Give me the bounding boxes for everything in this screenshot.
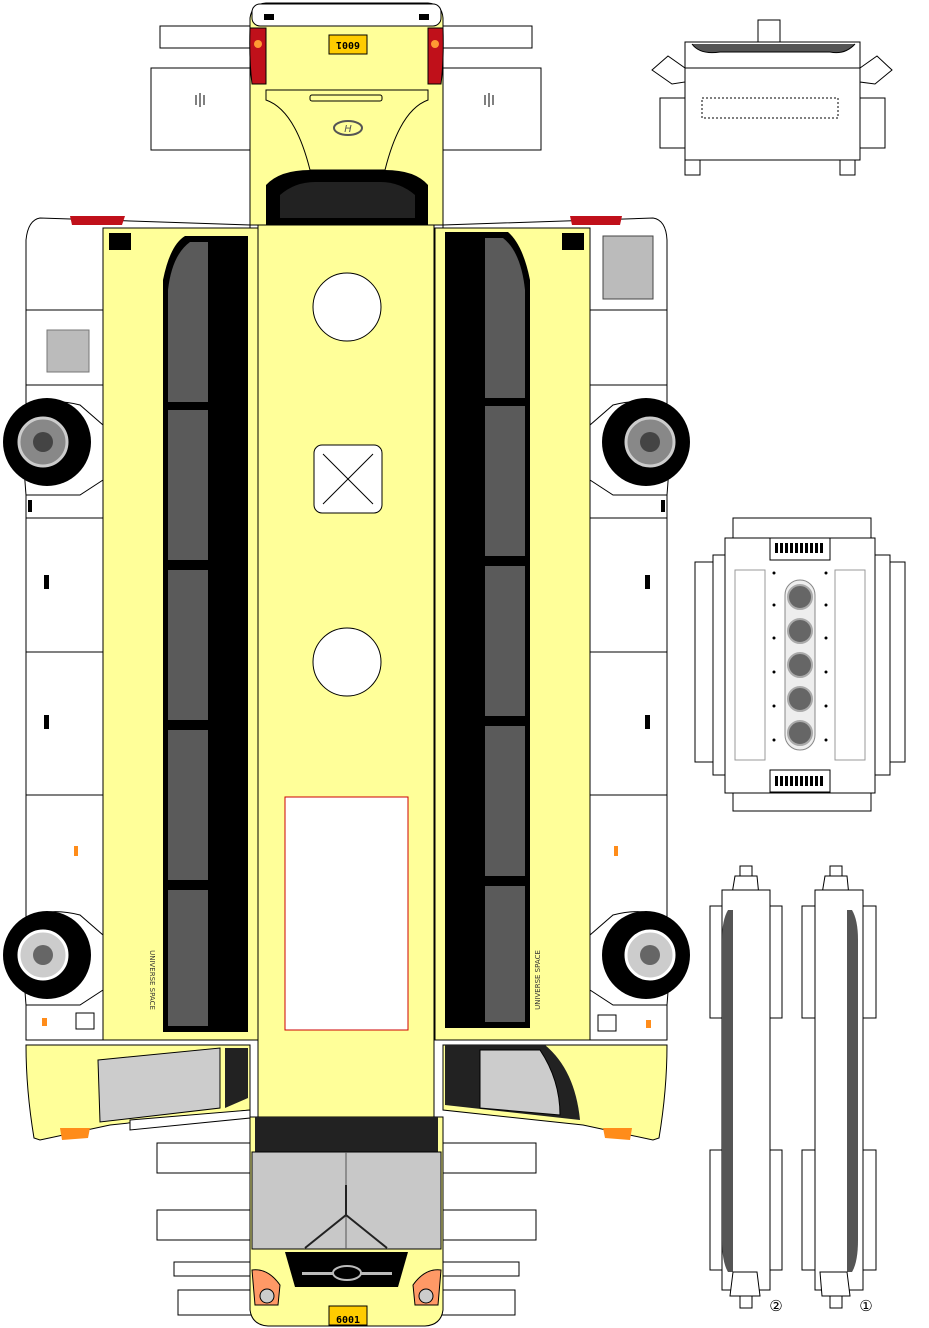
roof-ac-unit <box>694 517 906 812</box>
rear-roof-side-left <box>659 97 686 149</box>
rear-logo-top-left <box>264 14 274 20</box>
front-tab-4-left <box>177 1289 253 1316</box>
wheel-strip-2: ② <box>709 865 783 1315</box>
rear-hyundai-logo <box>333 120 363 136</box>
right-side-vent <box>562 233 584 250</box>
rear-hyundai-h: H <box>344 124 352 135</box>
roof-ac-fans <box>787 584 813 746</box>
wheel-strip-1-label: ① <box>859 1297 872 1315</box>
roof-hatch-rear <box>312 627 382 697</box>
rear-roof-foot-left <box>684 159 701 176</box>
rear-taillight-left <box>249 27 267 85</box>
rear-roof-foot-right <box>839 159 856 176</box>
left-window-panes <box>168 242 208 1026</box>
rear-roof-tab-top <box>757 19 781 43</box>
front-tab-1-right <box>440 1142 537 1174</box>
roof-aircon-slot <box>284 796 409 1031</box>
wheel-strip-1: ① <box>801 865 877 1315</box>
rear-taillight-right-lamp <box>431 40 439 48</box>
rear-tab-left-top <box>159 25 251 49</box>
right-wheel-front <box>589 911 690 1006</box>
rear-flap-right <box>441 67 542 151</box>
right-side: UNIVERSE SPACE <box>434 216 690 1141</box>
rear-section: 6001 H <box>150 2 542 226</box>
front-plate-number: 6001 <box>336 1315 360 1326</box>
front-tab-2-left <box>156 1209 253 1241</box>
left-side: UNIVERSE SPACE <box>3 216 259 1141</box>
front-tab-3-left <box>173 1261 253 1277</box>
roof-section <box>257 224 435 1118</box>
rear-top-white <box>251 3 442 27</box>
rear-roof-wing-left <box>651 55 686 85</box>
right-model-text: UNIVERSE SPACE <box>534 950 542 1010</box>
front-plate <box>328 1305 368 1326</box>
front-destination-sign <box>255 1117 438 1152</box>
rear-flap-left <box>150 67 251 151</box>
front-tab-3-right <box>440 1261 520 1277</box>
right-wheel-rear <box>589 398 690 496</box>
rear-roof-inner <box>701 97 839 119</box>
rear-handle <box>309 94 383 102</box>
rear-plate-number: 6001 <box>336 39 360 50</box>
rear-roof-top-shape <box>691 43 856 54</box>
front-wiper <box>304 1185 388 1249</box>
rear-flap-left-vents <box>195 93 205 107</box>
rear-tab-right-top <box>441 25 533 49</box>
right-side-grille <box>602 235 654 300</box>
roof-vent-cross-b <box>322 453 374 505</box>
wheel-strip-2-label: ② <box>769 1297 782 1315</box>
front-grille <box>285 1252 408 1287</box>
right-side-red-top <box>570 216 622 225</box>
rear-roof-side-right <box>859 97 886 149</box>
left-side-vent <box>109 233 131 250</box>
rear-roof-wing-right <box>859 55 893 85</box>
front-tab-2-right <box>440 1209 537 1241</box>
front-tab-1-left <box>156 1142 253 1174</box>
left-side-grille <box>46 329 90 373</box>
rear-flap-right-vents <box>484 93 494 107</box>
rear-taillight-left-lamp <box>254 40 262 48</box>
rear-logo-top-right <box>419 14 429 20</box>
right-window-panes <box>485 238 525 1022</box>
left-model-text: UNIVERSE SPACE <box>148 950 156 1010</box>
left-door-window <box>97 1047 221 1123</box>
rear-taillight-right <box>427 27 444 85</box>
left-side-red-top <box>70 216 125 225</box>
roof-hatch-front <box>312 272 382 342</box>
rear-window-inner <box>280 182 415 218</box>
front-section: 6001 <box>156 1116 537 1327</box>
rear-plate <box>328 34 368 55</box>
front-tab-4-right <box>440 1289 516 1316</box>
left-wheel-front <box>3 911 104 1006</box>
left-wheel-rear <box>3 398 104 496</box>
rear-roof-part <box>651 19 893 176</box>
